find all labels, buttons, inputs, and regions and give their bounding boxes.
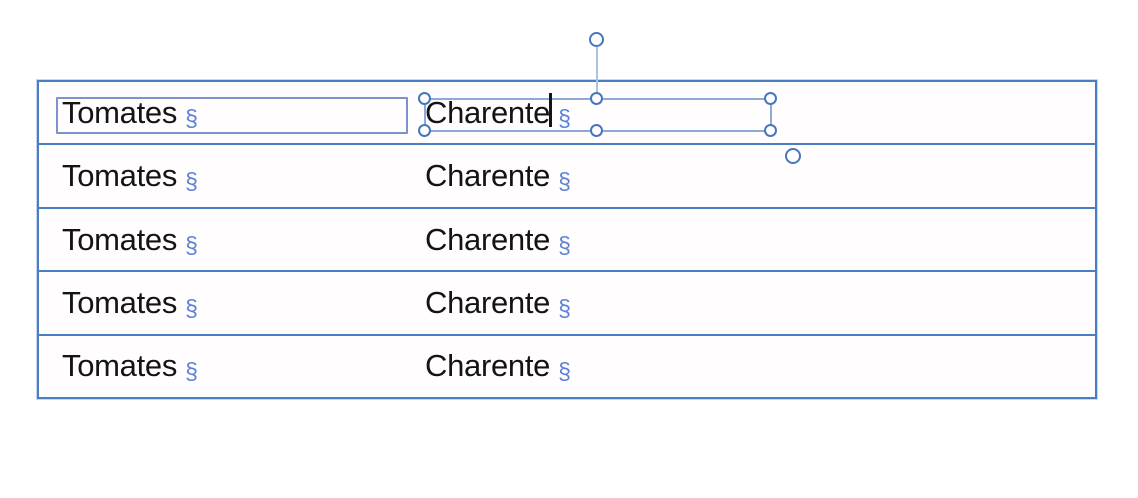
rotation-handle-icon[interactable] <box>589 32 604 47</box>
paragraph-mark-icon: § <box>185 294 198 321</box>
paragraph-mark-icon: § <box>558 168 571 195</box>
cell-region-text: Charente <box>425 284 551 320</box>
cell-product[interactable]: Tomates § <box>62 348 198 384</box>
cell-region[interactable]: Charente § <box>425 158 571 194</box>
cell-product[interactable]: Tomates § <box>62 158 198 194</box>
document-table[interactable]: Tomates § Charente § Tomates § Charente § To… <box>37 80 1097 399</box>
cell-product-text: Tomates <box>62 221 178 257</box>
cell-product-text: Tomates <box>62 284 178 320</box>
resize-handle-bottom-middle-icon[interactable] <box>590 124 603 137</box>
cell-product[interactable]: Tomates § <box>62 285 198 321</box>
table-row[interactable]: Tomates § Charente § <box>39 206 1095 270</box>
paragraph-mark-icon: § <box>558 358 571 385</box>
paragraph-mark-icon: § <box>558 231 571 258</box>
text-frame-product[interactable] <box>56 97 408 134</box>
paragraph-mark-icon: § <box>185 231 198 258</box>
cell-region-text: Charente <box>425 94 551 130</box>
cell-region-text: Charente <box>425 158 551 194</box>
paragraph-mark-icon: § <box>558 104 571 131</box>
resize-handle-top-middle-icon[interactable] <box>590 92 603 105</box>
rotation-stem <box>596 47 598 98</box>
cell-product-text: Tomates <box>62 158 178 194</box>
paragraph-mark-icon: § <box>185 104 198 131</box>
text-cursor <box>549 93 552 127</box>
cell-region[interactable]: Charente § <box>425 348 571 384</box>
table-row[interactable]: Tomates § Charente § <box>39 333 1095 397</box>
cell-region-text: Charente <box>425 348 551 384</box>
resize-handle-top-right-icon[interactable] <box>764 92 777 105</box>
cell-product-text: Tomates <box>62 94 178 130</box>
cell-region[interactable]: Charente § <box>425 95 571 131</box>
table-row[interactable]: Tomates § Charente § <box>39 270 1095 333</box>
table-row[interactable]: Tomates § Charente § <box>39 82 1095 143</box>
cell-product[interactable]: Tomates § <box>62 95 198 131</box>
cell-region[interactable]: Charente § <box>425 285 571 321</box>
paragraph-mark-icon: § <box>185 358 198 385</box>
paragraph-mark-icon: § <box>558 294 571 321</box>
table-row[interactable]: Tomates § Charente § <box>39 143 1095 206</box>
cell-product[interactable]: Tomates § <box>62 222 198 258</box>
resize-handle-bottom-left-icon[interactable] <box>418 124 431 137</box>
cell-product-text: Tomates <box>62 348 178 384</box>
resize-handle-bottom-right-icon[interactable] <box>764 124 777 137</box>
cell-region[interactable]: Charente § <box>425 222 571 258</box>
paragraph-mark-icon: § <box>185 168 198 195</box>
cell-region-text: Charente <box>425 221 551 257</box>
resize-handle-top-left-icon[interactable] <box>418 92 431 105</box>
detached-handle-icon[interactable] <box>785 148 801 164</box>
